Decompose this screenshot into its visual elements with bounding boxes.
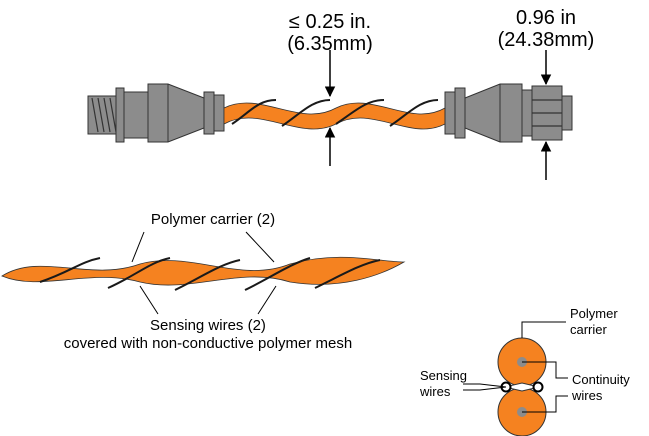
left-connector xyxy=(115,83,225,143)
cross-section-carrier-label-2: carrier xyxy=(570,322,608,337)
sensing-leader-left xyxy=(139,285,159,315)
sensing-wire-right xyxy=(532,381,544,393)
sensing-leader-right xyxy=(257,285,277,315)
sensing-wires-label: Sensing wires (2) xyxy=(150,317,266,334)
cross-section-sensing-label-2: wires xyxy=(419,384,451,399)
twisted-cable-detail: Polymer carrier (2) Sensing wires (2) co… xyxy=(1,211,406,352)
carrier-leader-left xyxy=(131,231,145,263)
polymer-carrier-leader xyxy=(521,321,566,338)
cross-section-sensing-label: Sensing xyxy=(420,368,467,383)
width-dimension-metric-label: (6.35mm) xyxy=(287,33,373,55)
cross-section-carrier-label: Polymer xyxy=(570,306,618,321)
threaded-end xyxy=(87,95,117,135)
cable-assembly: ≤ 0.25 in. (6.35mm) 0.96 in (24.38mm) xyxy=(87,7,595,180)
connector-dimension-metric-label: (24.38mm) xyxy=(498,29,595,51)
cross-section: Polymer carrier Sensing wires Continuity… xyxy=(419,306,630,436)
mesh-description-label: covered with non-conductive polymer mesh xyxy=(64,335,352,352)
cross-section-continuity-label: Continuity xyxy=(572,372,630,387)
right-connector xyxy=(444,83,573,143)
carrier-leader-right xyxy=(245,231,275,263)
width-dimension-label: ≤ 0.25 in. xyxy=(289,11,371,33)
polymer-carrier-label: Polymer carrier (2) xyxy=(151,211,275,228)
connector-dimension-label: 0.96 in xyxy=(516,7,576,29)
cross-section-continuity-label-2: wires xyxy=(571,388,603,403)
top-twisted-cable xyxy=(223,99,446,130)
